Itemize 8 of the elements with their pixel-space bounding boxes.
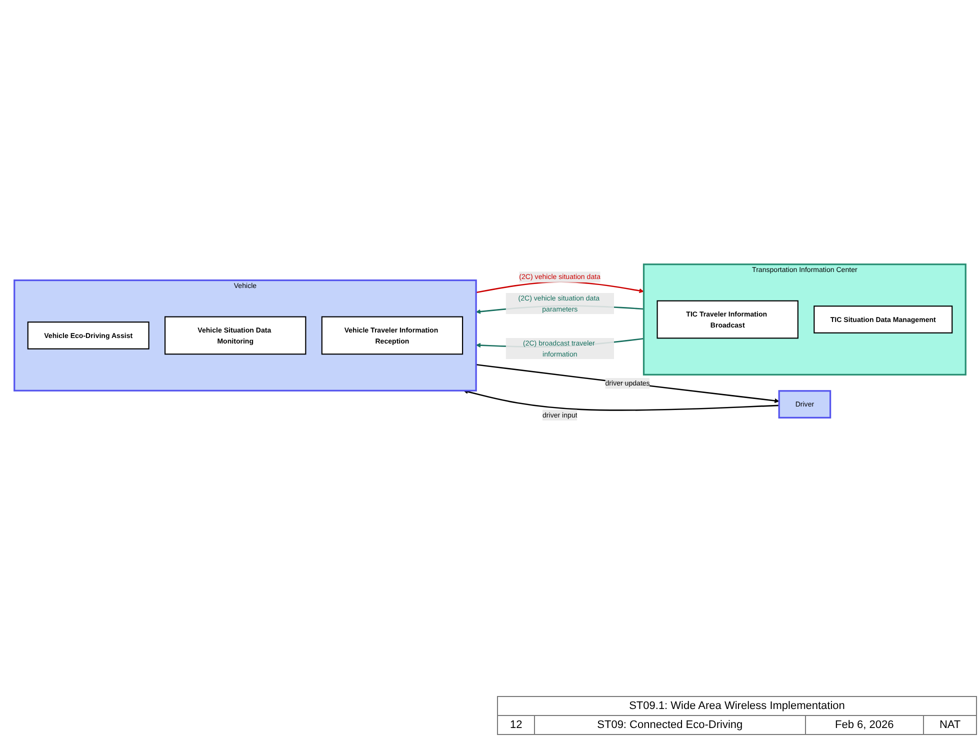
arrow xyxy=(476,281,644,294)
arrow xyxy=(463,390,780,412)
title-block-cell: ST09.1: Wide Area Wireless Implementation xyxy=(498,696,976,716)
title-block-cell: ST09: Connected Eco-Driving xyxy=(534,716,806,734)
title-block-cell: Feb 6, 2026 xyxy=(805,716,924,734)
arrow xyxy=(476,364,780,404)
title-block-cell: 12 xyxy=(498,716,535,734)
title-block-cell: NAT xyxy=(924,716,976,734)
